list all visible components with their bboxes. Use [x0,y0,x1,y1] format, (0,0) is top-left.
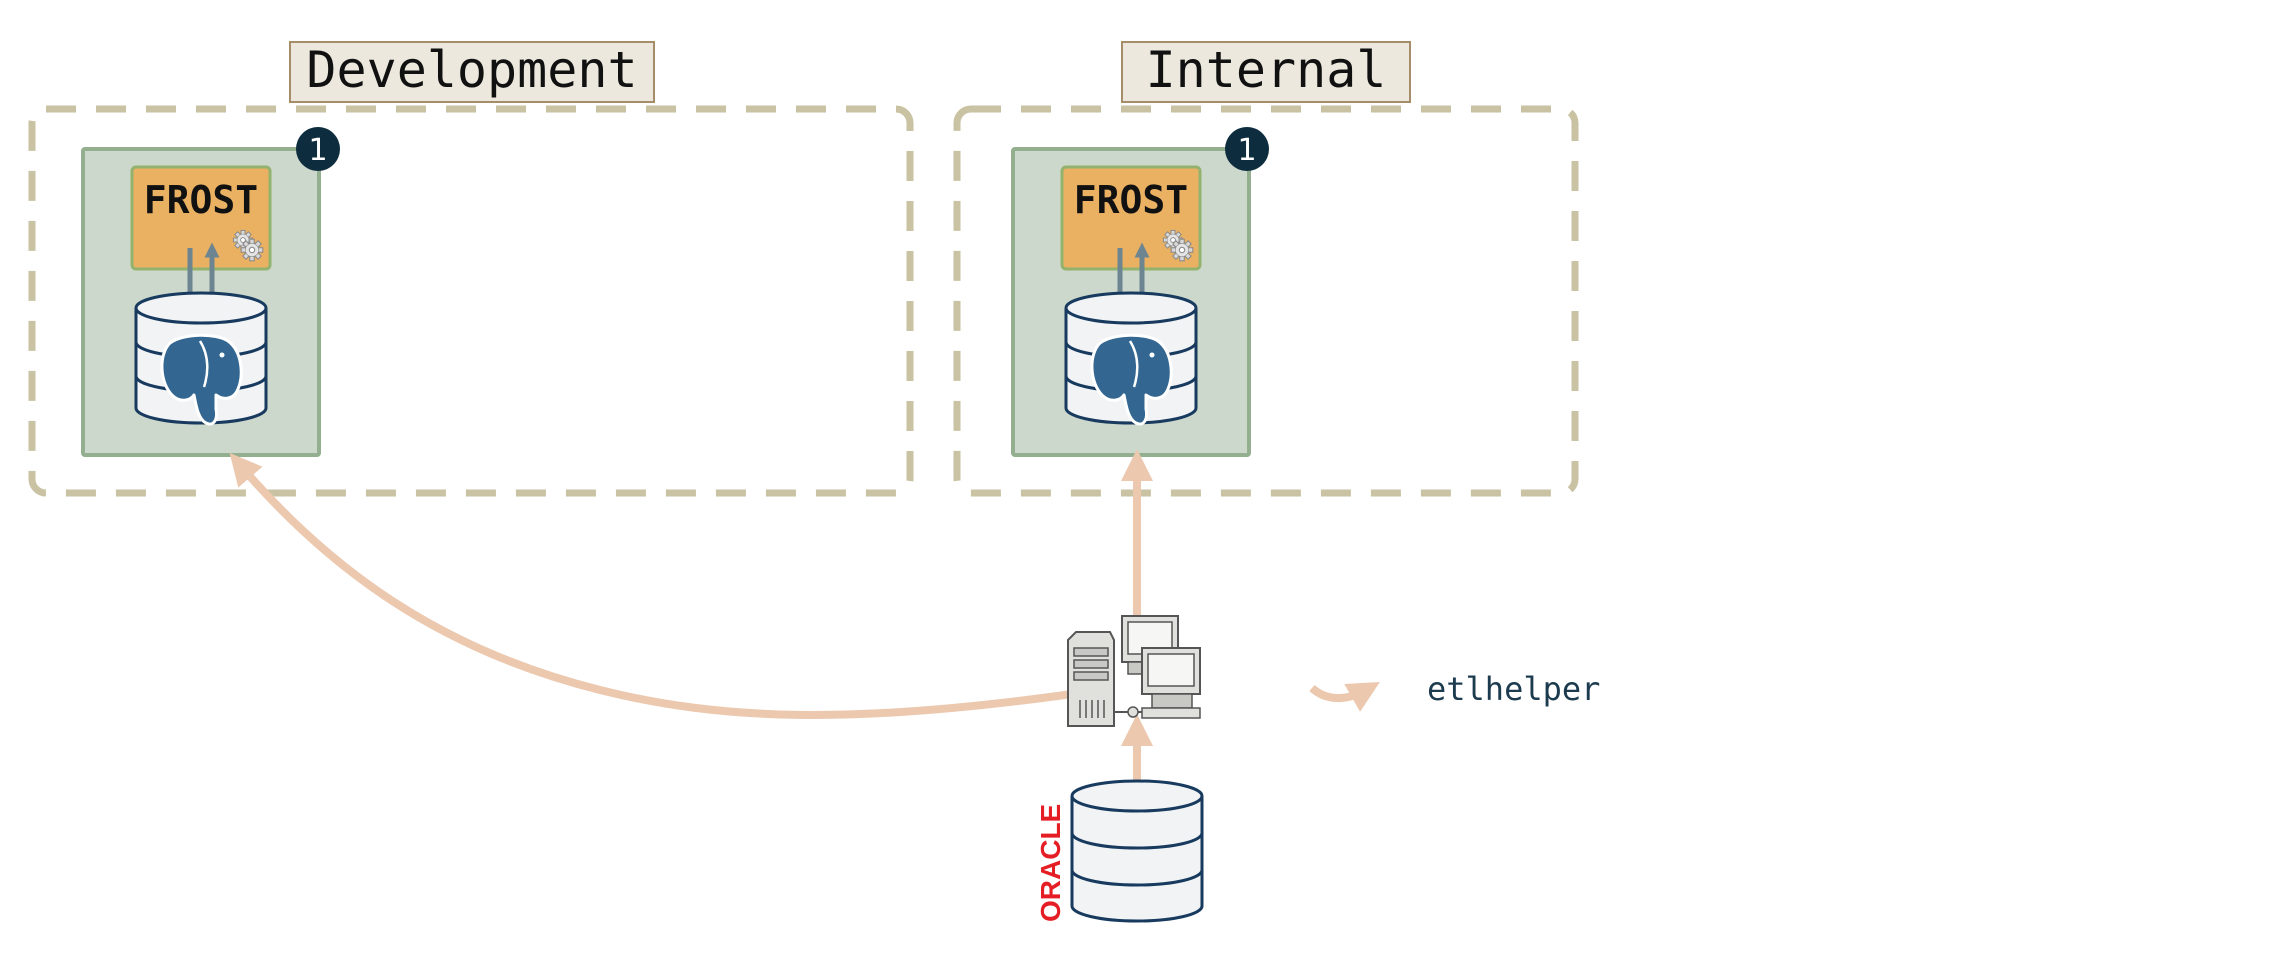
instance-count-badge: 1 [296,127,340,171]
environment-title: Development [306,41,637,99]
legend-label: etlhelper [1427,670,1600,708]
server-workstation-icon[interactable] [1067,615,1201,727]
etl-flow-arrows [229,449,1153,796]
instance-count-badge: 1 [1225,127,1269,171]
legend: etlhelper [1309,670,1600,712]
badge-text: 1 [308,133,327,168]
environment-title: Internal [1146,41,1387,99]
postgresql-database-icon [1064,291,1198,426]
postgresql-database-icon [134,291,268,426]
frost-service-box[interactable]: FROST [1060,165,1202,271]
frost-label: FROST [1074,178,1188,222]
environment-label: Development [289,41,655,103]
oracle-logo: ORACLE [1035,804,1066,922]
environment-boundary [28,105,914,497]
frost-label: FROST [144,178,258,222]
badge-text: 1 [1237,133,1256,168]
frost-container[interactable]: FROST 1 [81,127,340,457]
frost-container[interactable]: FROST 1 [1011,127,1269,457]
oracle-database-icon[interactable]: ORACLE [1035,779,1204,923]
flow-arrow-to-development [229,452,1073,719]
environment-label: Internal [1121,41,1411,103]
frost-service-box[interactable]: FROST [130,165,272,271]
environment-development: Development FROST 1 [28,41,914,497]
environment-internal: Internal FROST 1 [953,41,1579,497]
environment-boundary [953,105,1579,497]
legend-arrow-icon [1309,682,1380,712]
